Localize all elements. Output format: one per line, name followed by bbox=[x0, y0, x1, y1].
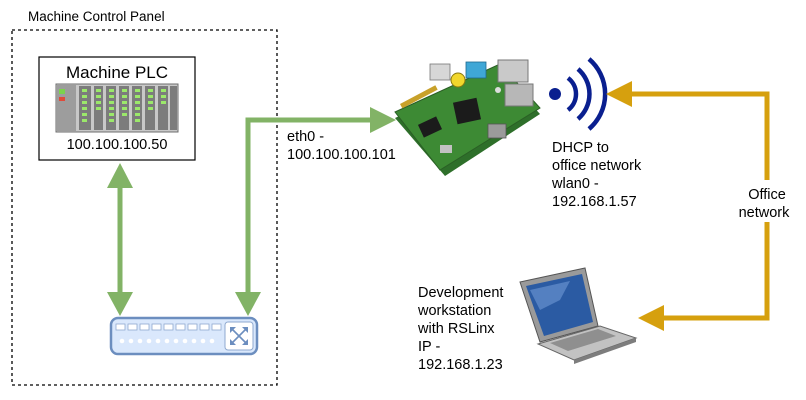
wifi-line-4: 192.168.1.57 bbox=[552, 194, 637, 210]
network-switch-icon[interactable] bbox=[109, 316, 259, 356]
ethernet-arrowheads bbox=[107, 107, 396, 316]
plc-ip: 100.100.100.50 bbox=[67, 137, 168, 153]
wifi-line-2: office network bbox=[552, 158, 642, 174]
workstation-line-1: Development bbox=[418, 285, 503, 301]
raspberry-pi-icon[interactable] bbox=[394, 59, 541, 176]
control-panel-title: Machine Control Panel bbox=[28, 9, 165, 24]
arrow-down-switch-right bbox=[235, 292, 261, 316]
workstation-line-4: IP - bbox=[418, 339, 440, 355]
arrow-right-pi bbox=[370, 107, 396, 133]
office-network-link bbox=[606, 81, 770, 331]
rca-connector bbox=[450, 72, 466, 88]
office-network-line-2: network bbox=[739, 205, 791, 221]
control-panel-boundary bbox=[11, 29, 278, 386]
laptop-icon[interactable] bbox=[519, 267, 638, 364]
workstation-line-2: workstation bbox=[417, 303, 491, 319]
arrow-left-laptop bbox=[638, 305, 664, 331]
plc-node[interactable]: Machine PLC bbox=[38, 56, 196, 161]
ethernet-links bbox=[117, 117, 373, 294]
arrow-left-wifi bbox=[606, 81, 632, 107]
plc-name: Machine PLC bbox=[66, 63, 168, 82]
workstation-line-3: with RSLinx bbox=[417, 321, 495, 337]
workstation-line-5: 192.168.1.23 bbox=[418, 357, 503, 373]
wifi-line-3: wlan0 - bbox=[551, 176, 599, 192]
plc-icon bbox=[55, 83, 179, 133]
wifi-icon bbox=[549, 57, 608, 131]
office-network-line-1: Office bbox=[748, 187, 786, 203]
wifi-line-1: DHCP to bbox=[552, 140, 609, 156]
arrow-up-plc bbox=[107, 163, 133, 188]
eth0-label: eth0 - bbox=[287, 129, 324, 145]
arrow-down-switch-left bbox=[107, 292, 133, 316]
eth0-ip: 100.100.100.101 bbox=[287, 147, 396, 163]
switch-pi-link bbox=[245, 117, 373, 294]
